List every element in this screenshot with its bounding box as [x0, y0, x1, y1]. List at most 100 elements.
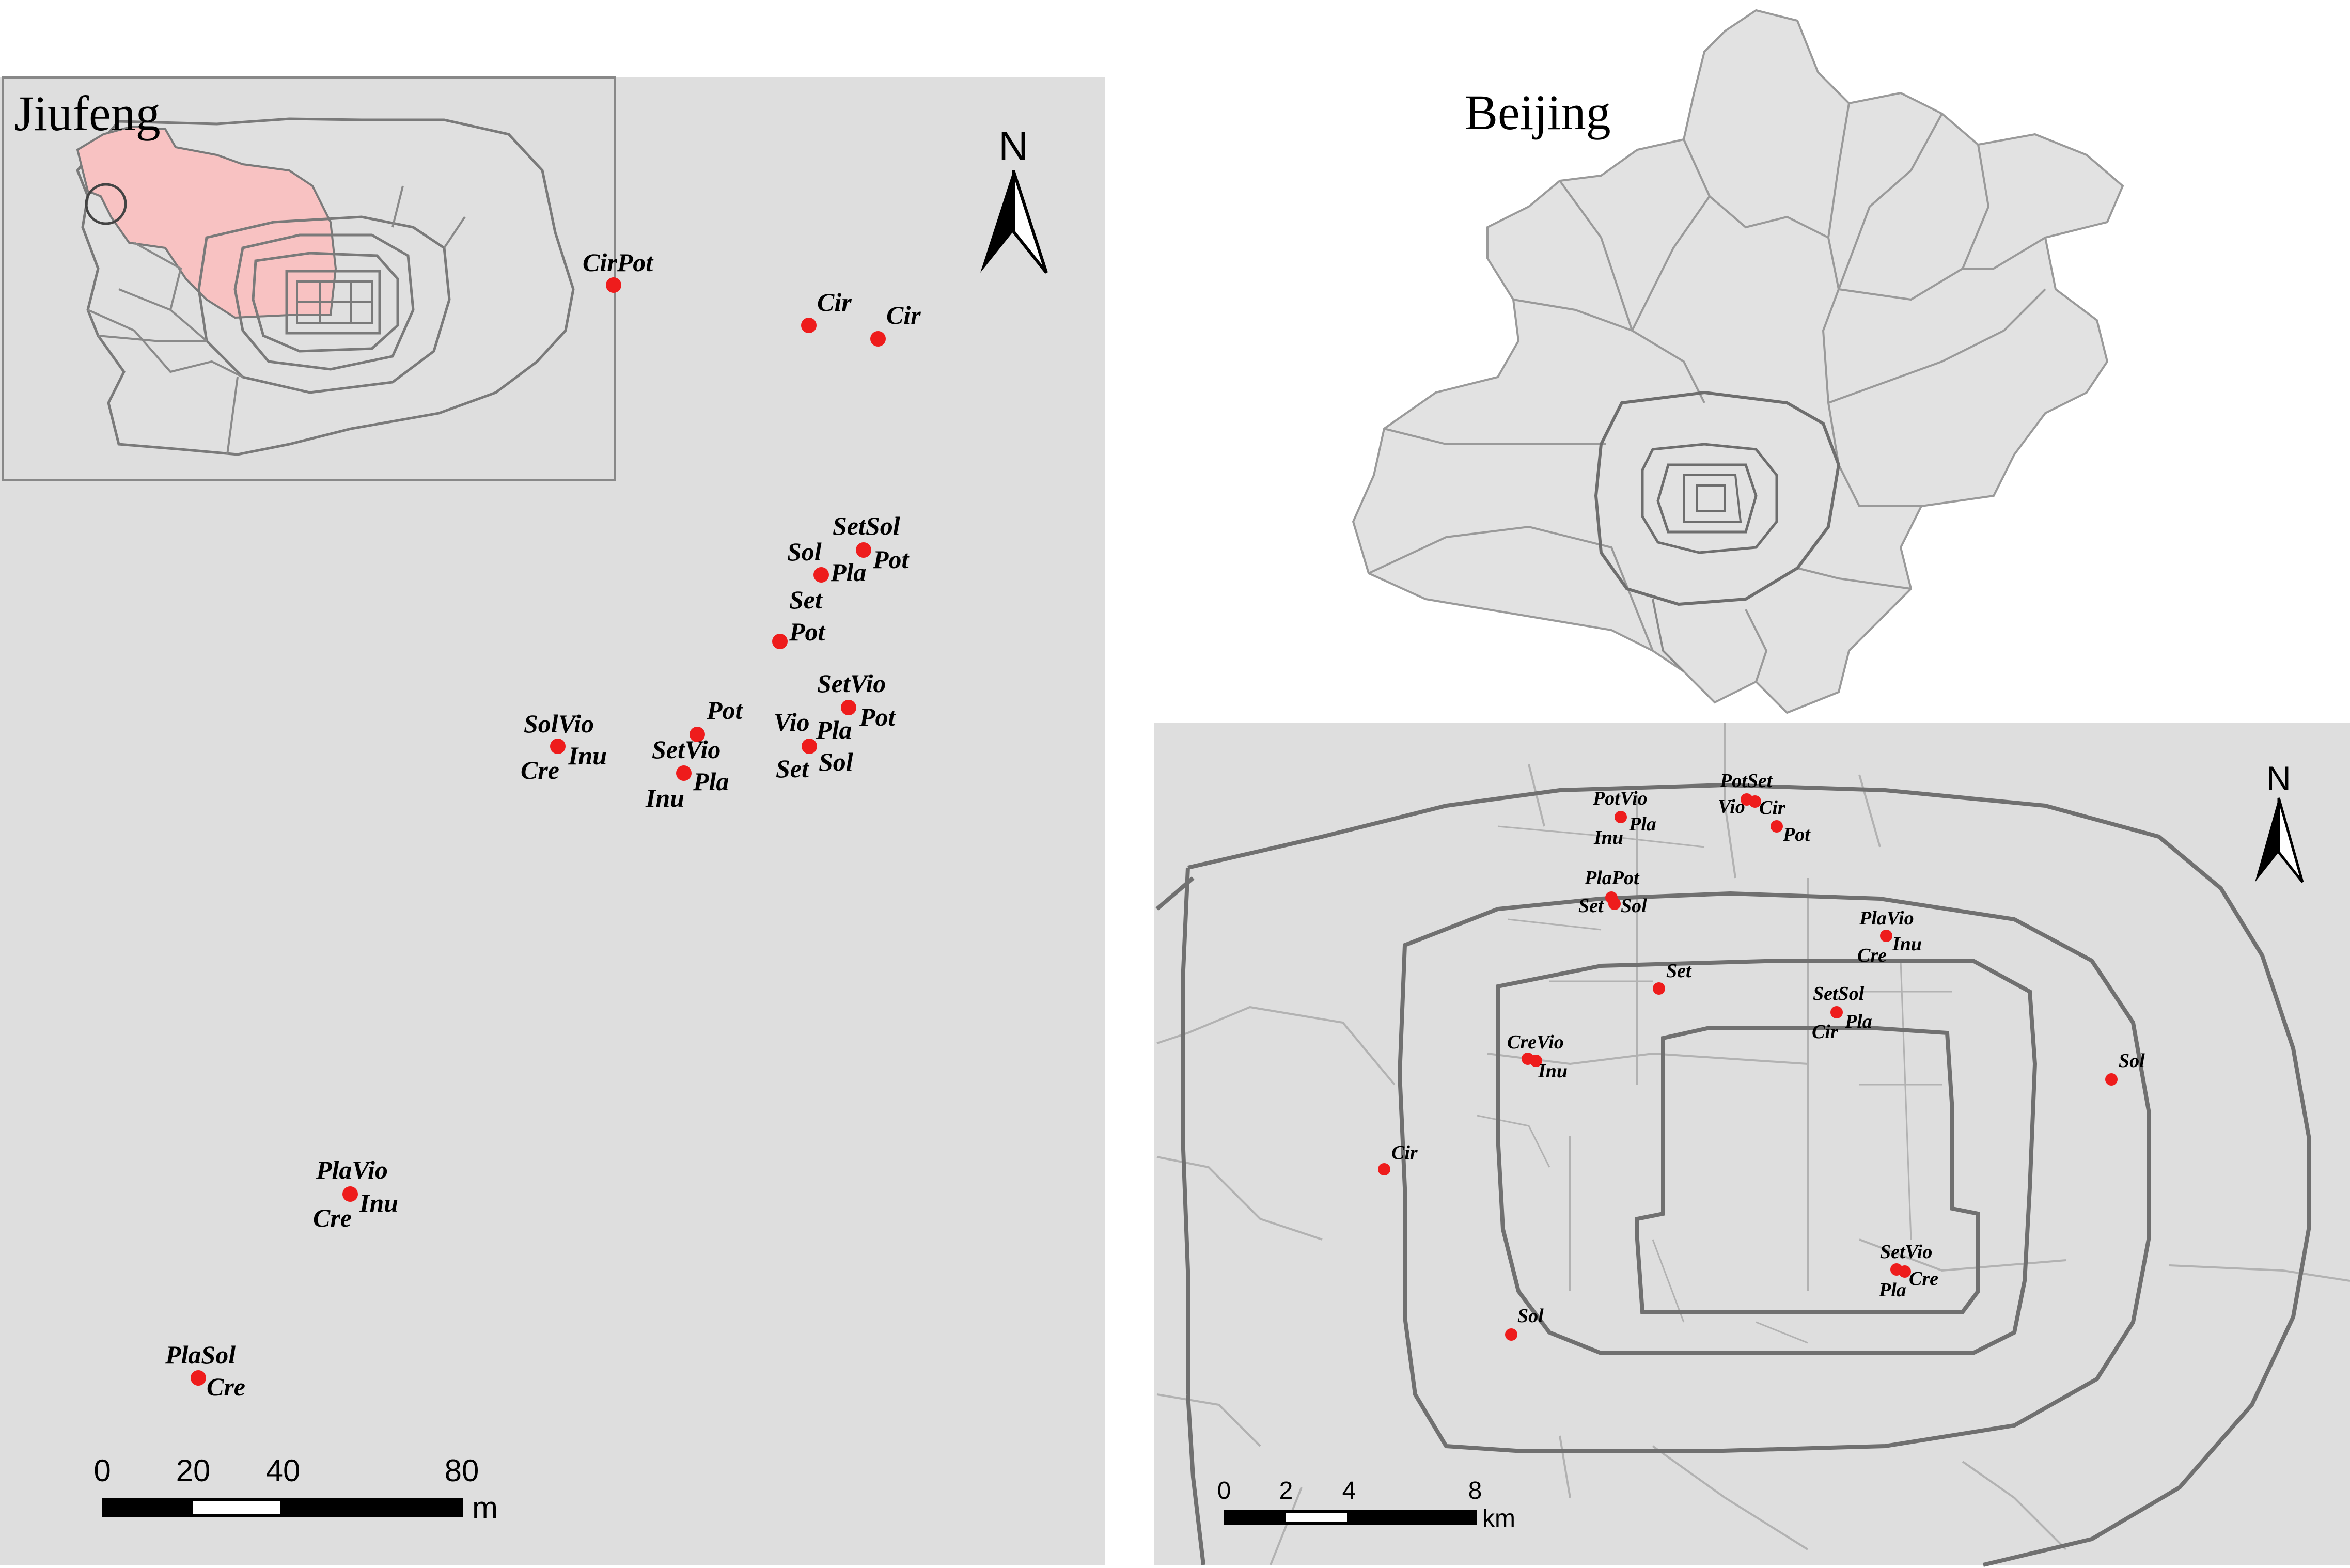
site-label: PlaPot: [1584, 867, 1640, 889]
scale-tick: 20: [176, 1453, 211, 1488]
scale-tick: 80: [445, 1453, 479, 1488]
jiufeng-site-8b: [676, 765, 692, 781]
site-label: Set: [776, 754, 810, 783]
site-label: SetVio: [817, 669, 886, 698]
site-label: Pot: [859, 702, 897, 731]
jiufeng-site-labels: CirPot Cir Cir SetSol Sol Pot Pla Set Po…: [165, 248, 921, 1401]
district-boundaries: [1368, 103, 2046, 682]
site-label: Sol: [787, 537, 822, 566]
jiufeng-site-4b: [856, 542, 871, 558]
site-label: Inu: [1538, 1060, 1568, 1082]
scale-unit: km: [1482, 1505, 1515, 1532]
site-label: Cir: [1759, 797, 1786, 819]
site-label: Sol: [1621, 895, 1647, 917]
site-label: Pla: [1628, 813, 1656, 835]
site-label: Cre: [313, 1203, 352, 1232]
site-label: Pla: [816, 715, 852, 744]
city-site-12: [1505, 1328, 1517, 1341]
site-label: Pot: [872, 545, 910, 574]
city-site-labels: PotVio Inu Pla PotSet Vio Cir Pot PlaPot…: [1391, 770, 2145, 1327]
site-label: Cre: [1857, 945, 1887, 966]
jiufeng-site-10: [191, 1370, 206, 1386]
site-label: Vio: [1718, 796, 1745, 818]
site-label: PlaSol: [165, 1340, 236, 1369]
scale-unit: m: [472, 1491, 498, 1525]
site-label: Inu: [359, 1188, 398, 1217]
jiufeng-site-circle: [85, 183, 127, 225]
city-site-1: [1615, 811, 1627, 823]
site-label: Set: [1578, 895, 1604, 917]
site-label: SetVio: [652, 735, 720, 764]
jiufeng-site-1: [606, 277, 621, 293]
site-label: SolVio: [524, 709, 594, 738]
jiufeng-site-5: [772, 634, 788, 649]
site-label: CirPot: [583, 248, 654, 277]
city-site-dots: [1378, 793, 2118, 1341]
jiufeng-site-9: [342, 1186, 358, 1202]
jiufeng-site-3: [870, 331, 886, 347]
beijing-panel: Beijing: [1352, 9, 2124, 714]
site-label: PotVio: [1592, 788, 1648, 809]
site-label: Cre: [521, 756, 559, 785]
jiufeng-highlight-area: [76, 125, 337, 319]
scale-tick: 2: [1279, 1477, 1293, 1504]
site-label: Sol: [819, 747, 853, 776]
city-site-9: [2105, 1073, 2118, 1086]
jiufeng-site-4: [813, 567, 829, 583]
site-label: Cir: [1812, 1021, 1839, 1043]
site-label: Sol: [2119, 1050, 2145, 1072]
site-label: Inu: [568, 741, 607, 770]
jiufeng-site-7: [550, 739, 566, 754]
jiufeng-scale-bar: 0 20 40 80 m: [93, 1453, 498, 1525]
site-label: Pot: [706, 696, 744, 725]
site-label: Inu: [645, 783, 684, 812]
jiufeng-site-6: [841, 700, 856, 715]
site-label: Set: [789, 585, 823, 614]
ring-road-5: [1155, 782, 2311, 1567]
site-label: Set: [1666, 960, 1692, 982]
jiufeng-title: Jiufeng: [14, 86, 161, 141]
ring-road-4: [1397, 891, 2151, 1453]
site-label: Pla: [693, 767, 729, 796]
site-label: Pot: [1782, 824, 1811, 845]
jiufeng-site-8: [690, 727, 705, 742]
city-map-background: [1154, 723, 2350, 1565]
city-site-2b: [1749, 795, 1761, 808]
site-label: PotSet: [1719, 770, 1773, 792]
site-label: Pla: [1878, 1279, 1906, 1301]
scale-tick: 4: [1342, 1477, 1356, 1504]
city-scale-bar: 0 2 4 8 km: [1217, 1477, 1515, 1532]
north-arrow-icon: [2255, 798, 2279, 882]
site-label: Vio: [774, 708, 809, 736]
site-label: Pot: [789, 617, 826, 646]
site-label: SetVio: [1880, 1241, 1932, 1263]
scale-tick: 0: [1217, 1477, 1231, 1504]
ring-road-2: [1635, 1026, 1980, 1314]
site-label: Inu: [1593, 827, 1623, 849]
site-label: Inu: [1892, 933, 1922, 955]
site-label: Cir: [817, 288, 852, 317]
city-site-7: [1830, 1006, 1843, 1018]
jiufeng-panel: Jiufeng N CirPot Cir Cir: [0, 76, 1105, 1565]
city-site-11b: [1899, 1265, 1911, 1278]
jiufeng-site-dots: [191, 277, 886, 1386]
site-label: Pla: [1844, 1011, 1872, 1032]
city-site-6: [1653, 982, 1665, 995]
north-label: N: [2266, 759, 2291, 797]
city-site-4b: [1608, 898, 1621, 910]
site-label: CreVio: [1507, 1031, 1564, 1053]
beijing-title: Beijing: [1465, 85, 1611, 140]
north-label: N: [998, 123, 1028, 169]
site-label: Cir: [886, 301, 921, 330]
north-arrow-icon: [980, 170, 1013, 273]
site-label: Cre: [207, 1372, 245, 1401]
scale-tick: 40: [266, 1453, 301, 1488]
jiufeng-inset-map: [2, 76, 616, 481]
site-label: PlaVio: [1859, 907, 1914, 929]
site-label: PlaVio: [316, 1155, 388, 1184]
city-site-3: [1771, 820, 1783, 833]
site-label: Cre: [1909, 1268, 1938, 1290]
scale-tick: 0: [93, 1453, 111, 1488]
city-site-8b: [1530, 1055, 1542, 1067]
